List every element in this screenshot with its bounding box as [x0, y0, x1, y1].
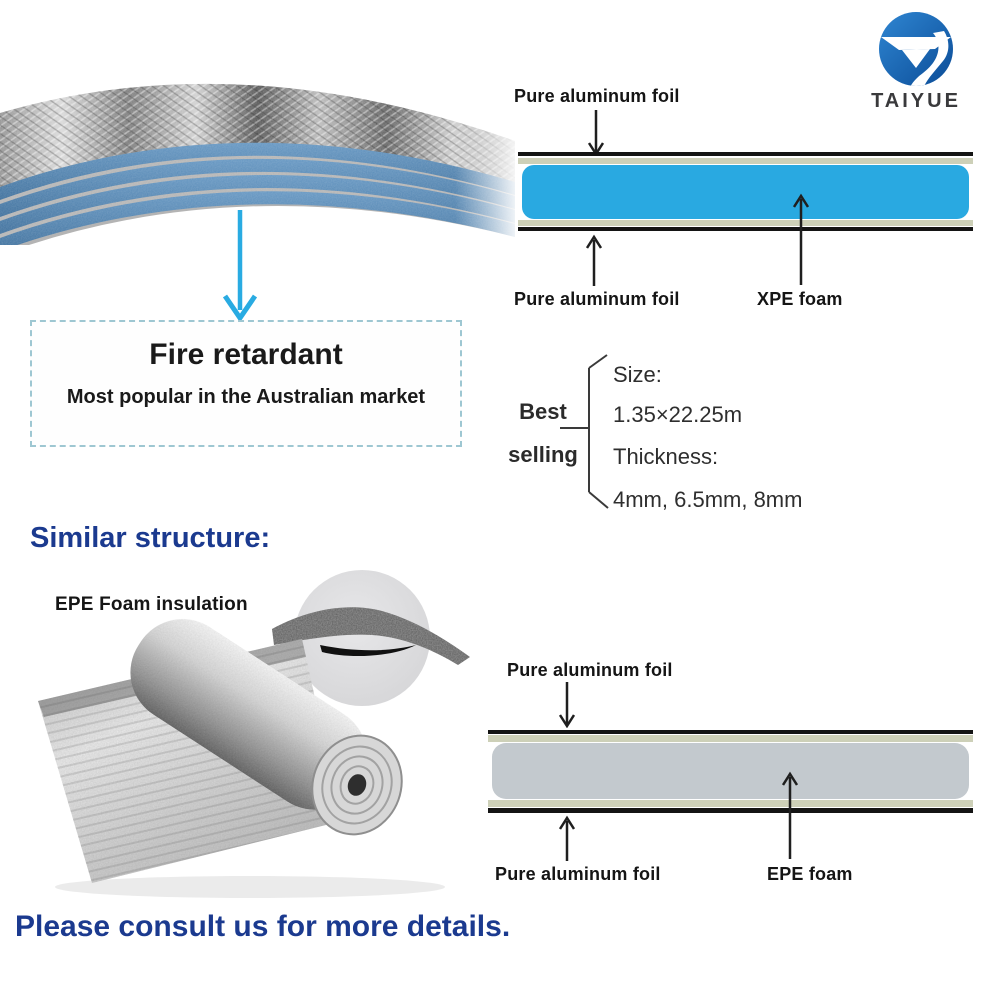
epe-foam-label: EPE foam [767, 864, 853, 884]
epe-bottom-foil-label: Pure aluminum foil [495, 864, 661, 884]
foil-outline-bottom [488, 808, 973, 813]
xpe-bottom-foil-label: Pure aluminum foil [514, 289, 680, 309]
callout-bracket-icon [560, 354, 609, 509]
xpe-foam-label: XPE foam [757, 289, 843, 309]
aluminum-foil-layer-top [518, 158, 973, 164]
roll-end-face [311, 734, 403, 836]
xpe-structure-diagram [518, 152, 973, 231]
down-arrow-icon [588, 110, 604, 156]
up-arrow-icon [586, 234, 602, 286]
inset-circle [294, 570, 430, 706]
xpe-foam-photo [0, 15, 515, 245]
xpe-top-foil-label: Pure aluminum foil [514, 86, 680, 106]
similar-structure-heading: Similar structure: [30, 522, 271, 554]
aluminum-foil-layer-bottom [518, 220, 973, 226]
size-value: 1.35×22.25m [613, 402, 743, 427]
fire-retardant-title: Fire retardant [149, 338, 343, 371]
brand-wordmark: TAIYUE [871, 90, 961, 112]
foil-outline-top [488, 730, 973, 734]
callout-down-arrow-icon [222, 210, 258, 322]
up-arrow-icon [559, 815, 575, 861]
aluminum-foil-layer-bottom [488, 800, 973, 807]
aluminum-foil-layer-top [488, 735, 973, 742]
epe-top-foil-label: Pure aluminum foil [507, 660, 673, 680]
footer-note: Please consult us for more details. [15, 910, 511, 943]
up-arrow-icon [793, 193, 809, 285]
fire-retardant-subtitle: Most popular in the Australian market [66, 386, 426, 408]
thickness-label: Thickness: [613, 444, 719, 469]
xpe-foam-layer [522, 165, 969, 219]
epe-roll-photo [38, 570, 470, 898]
down-arrow-icon [559, 682, 575, 728]
thickness-value: 4mm, 6.5mm, 8mm [613, 487, 803, 512]
brand-logo: TAIYUE [858, 10, 974, 113]
fire-retardant-box: Fire retardant Most popular in the Austr… [30, 320, 462, 447]
foil-outline-top [518, 152, 973, 156]
taiyue-logo-icon [879, 12, 953, 86]
epe-structure-diagram [488, 730, 973, 813]
epe-product-label: EPE Foam insulation [55, 594, 248, 615]
best-selling-label: Best selling [508, 399, 578, 467]
epe-foam-layer [492, 743, 969, 799]
size-label: Size: [613, 362, 662, 387]
foil-outline-bottom [518, 227, 973, 231]
up-arrow-icon [782, 771, 798, 859]
